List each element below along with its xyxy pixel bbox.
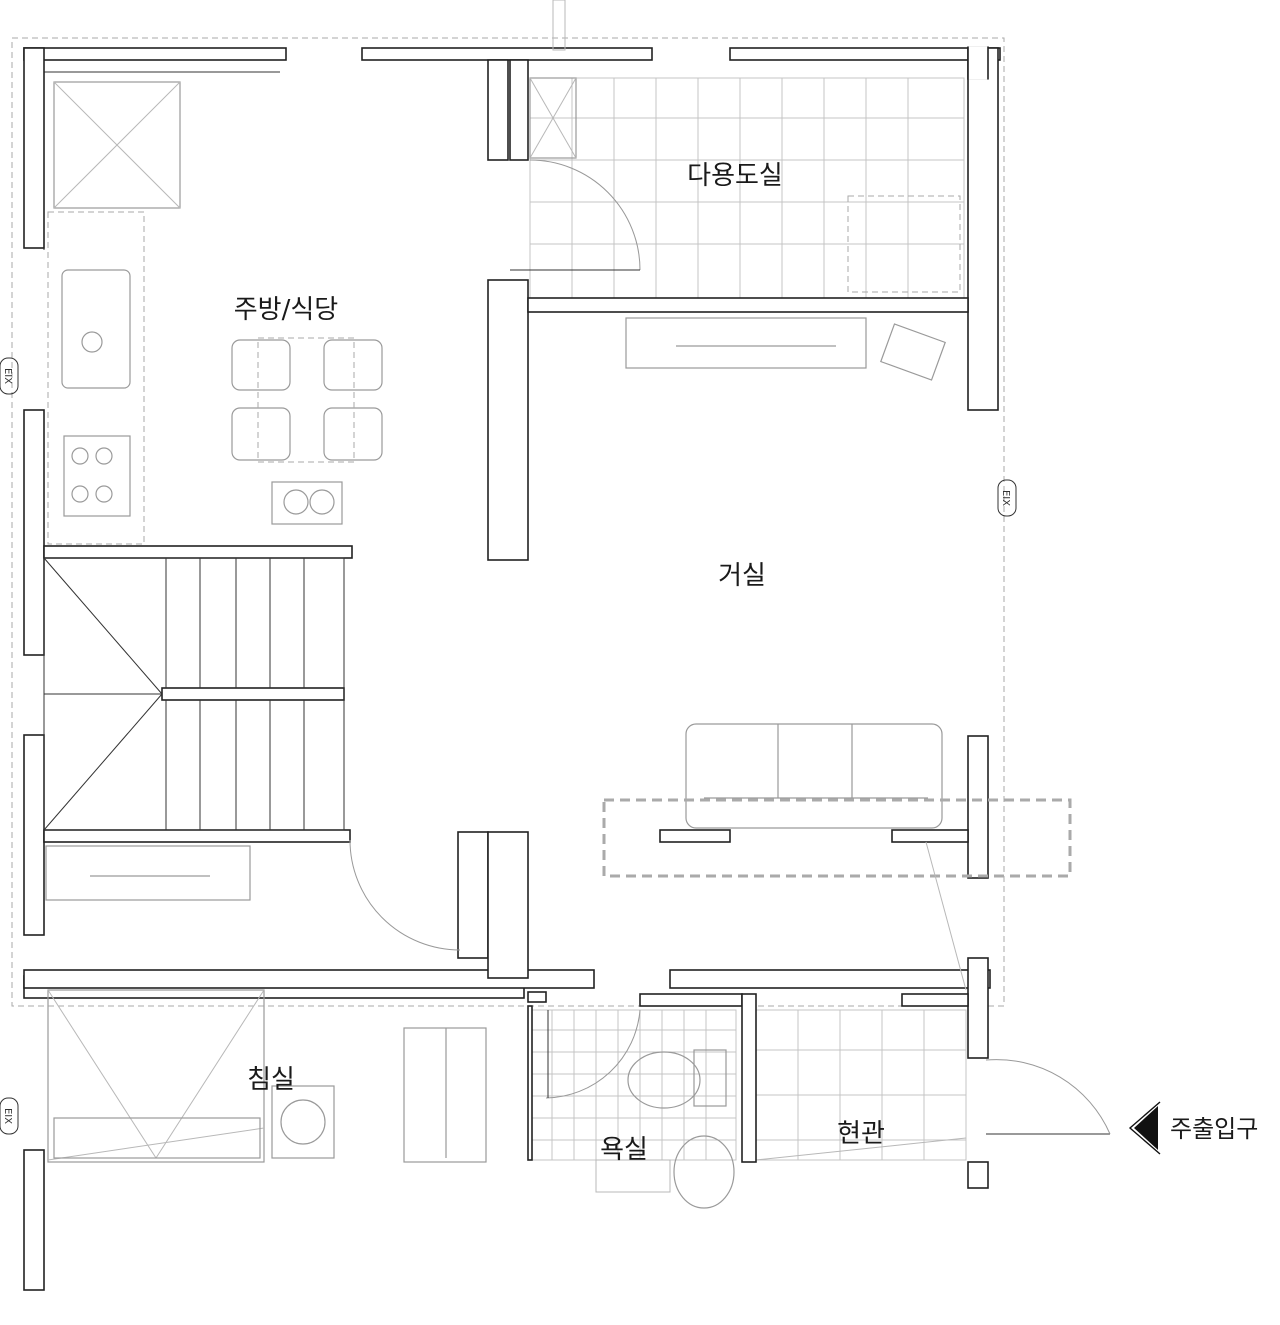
window-tag-label-west-upper: EIX [2, 368, 13, 384]
main-entry-marker: 주출입구 [1128, 1101, 1258, 1155]
bathroom-tile-floor [529, 1009, 737, 1161]
room-label-entrance: 현관 [837, 1119, 885, 1149]
window-tag: EIX [0, 1097, 19, 1135]
window-tag: EIX [997, 479, 1017, 517]
room-label-bathroom: 욕실 [600, 1135, 648, 1165]
room-label-kitchen: 주방/식당 [234, 295, 338, 325]
utility-fixtures [510, 0, 961, 293]
entry-arrow-icon [1134, 1106, 1158, 1150]
room-label-living: 거실 [718, 561, 766, 591]
room-label-bedroom: 침실 [247, 1065, 295, 1095]
entry-label: 주출입구 [1170, 1115, 1258, 1143]
outer-boundary [11, 37, 1005, 1007]
kitchen-fixtures [47, 81, 383, 545]
window-tag: EIX [0, 357, 19, 395]
entrance-door [985, 1059, 1111, 1135]
living-fixtures [602, 317, 1072, 991]
bathroom-fixtures [545, 1009, 735, 1209]
utility-tile-floor [529, 77, 965, 299]
bedroom-fixtures [45, 839, 487, 1163]
walls [23, 46, 1001, 1291]
window-tag-label-west-lower: EIX [2, 1108, 13, 1124]
entrance-tile-floor [755, 1009, 967, 1161]
window-tag-label-east: EIX [1000, 490, 1011, 506]
staircase [43, 557, 345, 831]
room-label-utility: 다용도실 [687, 161, 783, 191]
